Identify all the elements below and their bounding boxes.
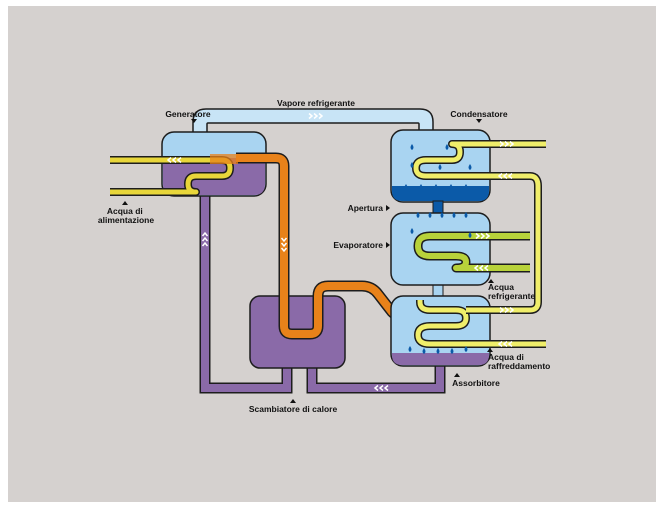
cooling-water-label: Acqua di raffreddamento xyxy=(488,352,550,371)
chevron-triple-arrow-icon xyxy=(166,156,182,164)
chilled-water-coil xyxy=(413,231,530,273)
pointer-icons xyxy=(122,119,494,403)
condenser-pointer-icon xyxy=(476,119,482,123)
droplet-icon xyxy=(445,144,449,150)
chevron-triple-arrow-icon xyxy=(201,231,209,247)
evaporator-pointer-icon xyxy=(386,242,390,248)
droplet-icon xyxy=(438,164,442,170)
chilled-water-pointer-icon xyxy=(488,279,494,283)
chevron-triple-arrow-icon xyxy=(308,112,324,120)
chilled-water-label: Acqua refrigerante xyxy=(488,282,536,301)
droplet-icon xyxy=(440,212,444,218)
droplet-icon xyxy=(408,346,412,352)
generator-heating-zone xyxy=(210,154,238,164)
opening-pointer-icon xyxy=(386,205,390,211)
droplet-icon xyxy=(468,232,472,238)
droplet-icons xyxy=(404,144,472,354)
condensed-refrigerant xyxy=(392,186,489,201)
droplet-icon xyxy=(410,228,414,234)
droplet-icon xyxy=(419,184,423,190)
droplet-icon xyxy=(434,184,438,190)
chevron-triple-arrow-icon xyxy=(475,232,491,240)
droplet-icon xyxy=(410,162,414,168)
weak-solution-loop-fill xyxy=(201,196,291,392)
droplet-icon xyxy=(464,212,468,218)
vapor-duct-outline xyxy=(192,108,434,134)
chevron-triple-arrow-icon xyxy=(497,172,513,180)
heat-exchanger-pointer-icon xyxy=(290,399,296,403)
generator-label: Generatore xyxy=(165,109,211,119)
evaporator-label: Evaporatore xyxy=(333,240,383,250)
chevron-triple-arrow-icon xyxy=(497,340,513,348)
droplet-icon xyxy=(464,184,468,190)
droplet-icon xyxy=(449,184,453,190)
chevron-triple-arrow-icon xyxy=(280,237,288,253)
generator-pointer-icon xyxy=(191,119,197,123)
droplet-icon xyxy=(404,184,408,190)
evaporator-absorber-link xyxy=(432,283,444,297)
cooling-water-pointer-icon xyxy=(487,348,493,352)
droplet-icon xyxy=(428,212,432,218)
droplet-icon xyxy=(422,348,426,354)
chevron-triple-arrow-icon xyxy=(373,384,389,392)
chevron-triple-arrow-icon xyxy=(473,264,489,272)
cooling-water-circuit xyxy=(412,140,546,348)
droplet-icon xyxy=(468,164,472,170)
absorber-label: Assorbitore xyxy=(452,378,500,388)
feed-water-pointer-icon xyxy=(122,201,128,205)
chevron-triple-arrow-icon xyxy=(499,140,515,148)
hot-solution-pipe xyxy=(236,154,446,338)
droplet-icon xyxy=(410,144,414,150)
droplet-icon xyxy=(416,212,420,218)
droplet-icon xyxy=(452,212,456,218)
feed-water-label: Acqua di alimentazione xyxy=(98,206,154,225)
chevron-triple-arrow-icon xyxy=(499,306,515,314)
droplet-icon xyxy=(436,348,440,354)
diagram-background xyxy=(8,6,656,502)
droplet-icon xyxy=(464,346,468,352)
vapor-label: Vapore refrigerante xyxy=(277,98,355,108)
opening-label: Apertura xyxy=(348,203,384,213)
absorber-pointer-icon xyxy=(454,373,460,377)
heat-exchanger-label: Scambiatore di calore xyxy=(249,404,338,414)
flow-arrow-icons xyxy=(166,112,515,392)
condenser-label: Condensatore xyxy=(450,109,507,119)
evaporator-vessel xyxy=(390,212,491,286)
droplet-icon xyxy=(450,348,454,354)
